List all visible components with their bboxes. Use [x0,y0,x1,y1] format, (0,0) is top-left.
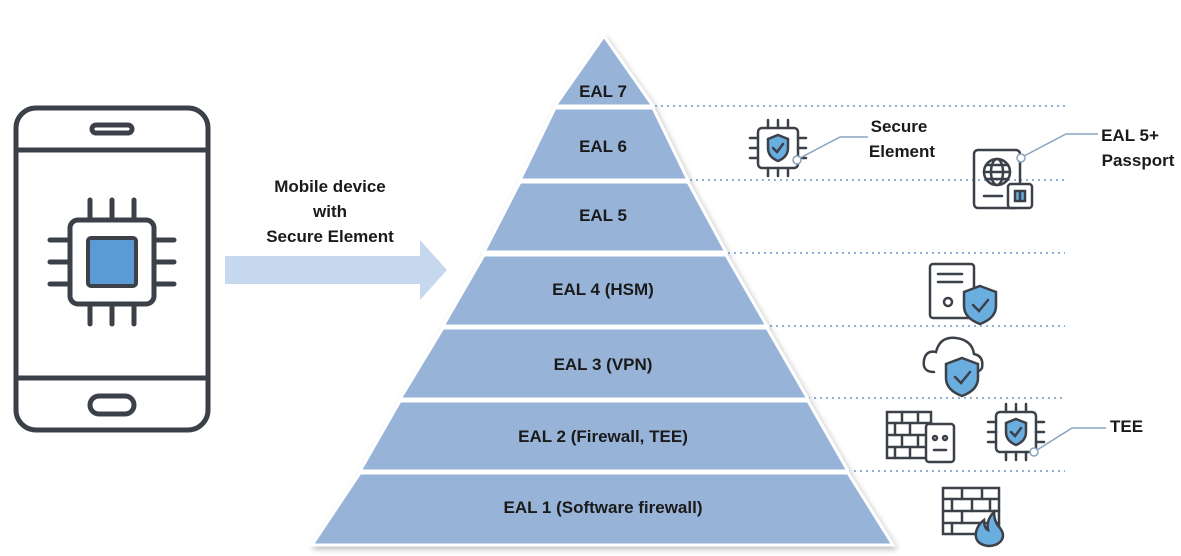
eal4-label: EAL 4 (HSM) [552,280,654,299]
secure-element-callout-line [799,136,868,159]
passport-label: EAL 5+ Passport [1101,126,1175,170]
fire-icon [974,508,1005,548]
secure-element-label-line-2: Element [869,142,935,161]
callout-dot [1016,153,1026,163]
tee-label: TEE [1110,417,1143,436]
phone-speaker [89,122,135,136]
eal7-label: EAL 7 [579,82,627,101]
phone-body [13,105,211,433]
shield-icon [944,356,980,398]
secure-element-label-line-1: Secure [871,117,928,136]
callout-dot [792,155,802,165]
cloud-shield-icon [922,336,984,398]
pyramid-level-eal4 [440,253,770,328]
pyramid-level-eal3 [397,326,811,401]
shield-icon [766,133,790,163]
server-document-shield-icon [928,262,998,326]
brick-wall-fire-icon [941,486,1005,548]
mobile-phone-with-chip-icon [13,105,211,433]
callout-dot [1029,447,1039,457]
arrow-label: Mobile device with Secure Element [266,177,394,246]
eal3-label: EAL 3 (VPN) [554,355,653,374]
chip-pins [47,197,177,327]
arrow-label-line-1: Mobile device [274,177,385,196]
arrow-right-icon [225,240,447,300]
secure-element-label: Secure Element [869,117,935,161]
pyramid-level-eal6 [517,106,691,182]
eal2-label: EAL 2 (Firewall, TEE) [518,427,688,446]
eal1-label: EAL 1 (Software firewall) [503,498,702,517]
eal-pyramid [309,33,896,547]
arrow-to-pyramid [225,240,447,300]
shield-icon [1004,417,1028,447]
eal6-label: EAL 6 [579,137,627,156]
pyramid-level-eal2 [357,399,851,473]
pyramid-level-eal7 [552,33,656,108]
pyramid-level-eal5 [481,180,729,254]
tee-chip-icon [986,402,1046,462]
passport-label-line-1: EAL 5+ [1101,126,1159,145]
brick-wall-device-icon [885,410,956,464]
passport-globe-icon [972,148,1034,210]
chip-core [86,236,138,288]
arrow-label-line-3: Secure Element [266,227,394,246]
pyramid-labels: EAL 7 EAL 6 EAL 5 EAL 4 (HSM) EAL 3 (VPN… [503,82,702,517]
arrow-label-line-2: with [312,202,347,221]
passport-callout-line [1023,133,1098,157]
tee-callout-line [1036,427,1106,451]
shield-icon [962,284,998,326]
phone-home-button [87,393,137,417]
eal5-label: EAL 5 [579,206,627,225]
pyramid-level-eal1 [309,471,896,547]
passport-label-line-2: Passport [1102,151,1175,170]
secure-element-chip-icon [748,118,808,178]
